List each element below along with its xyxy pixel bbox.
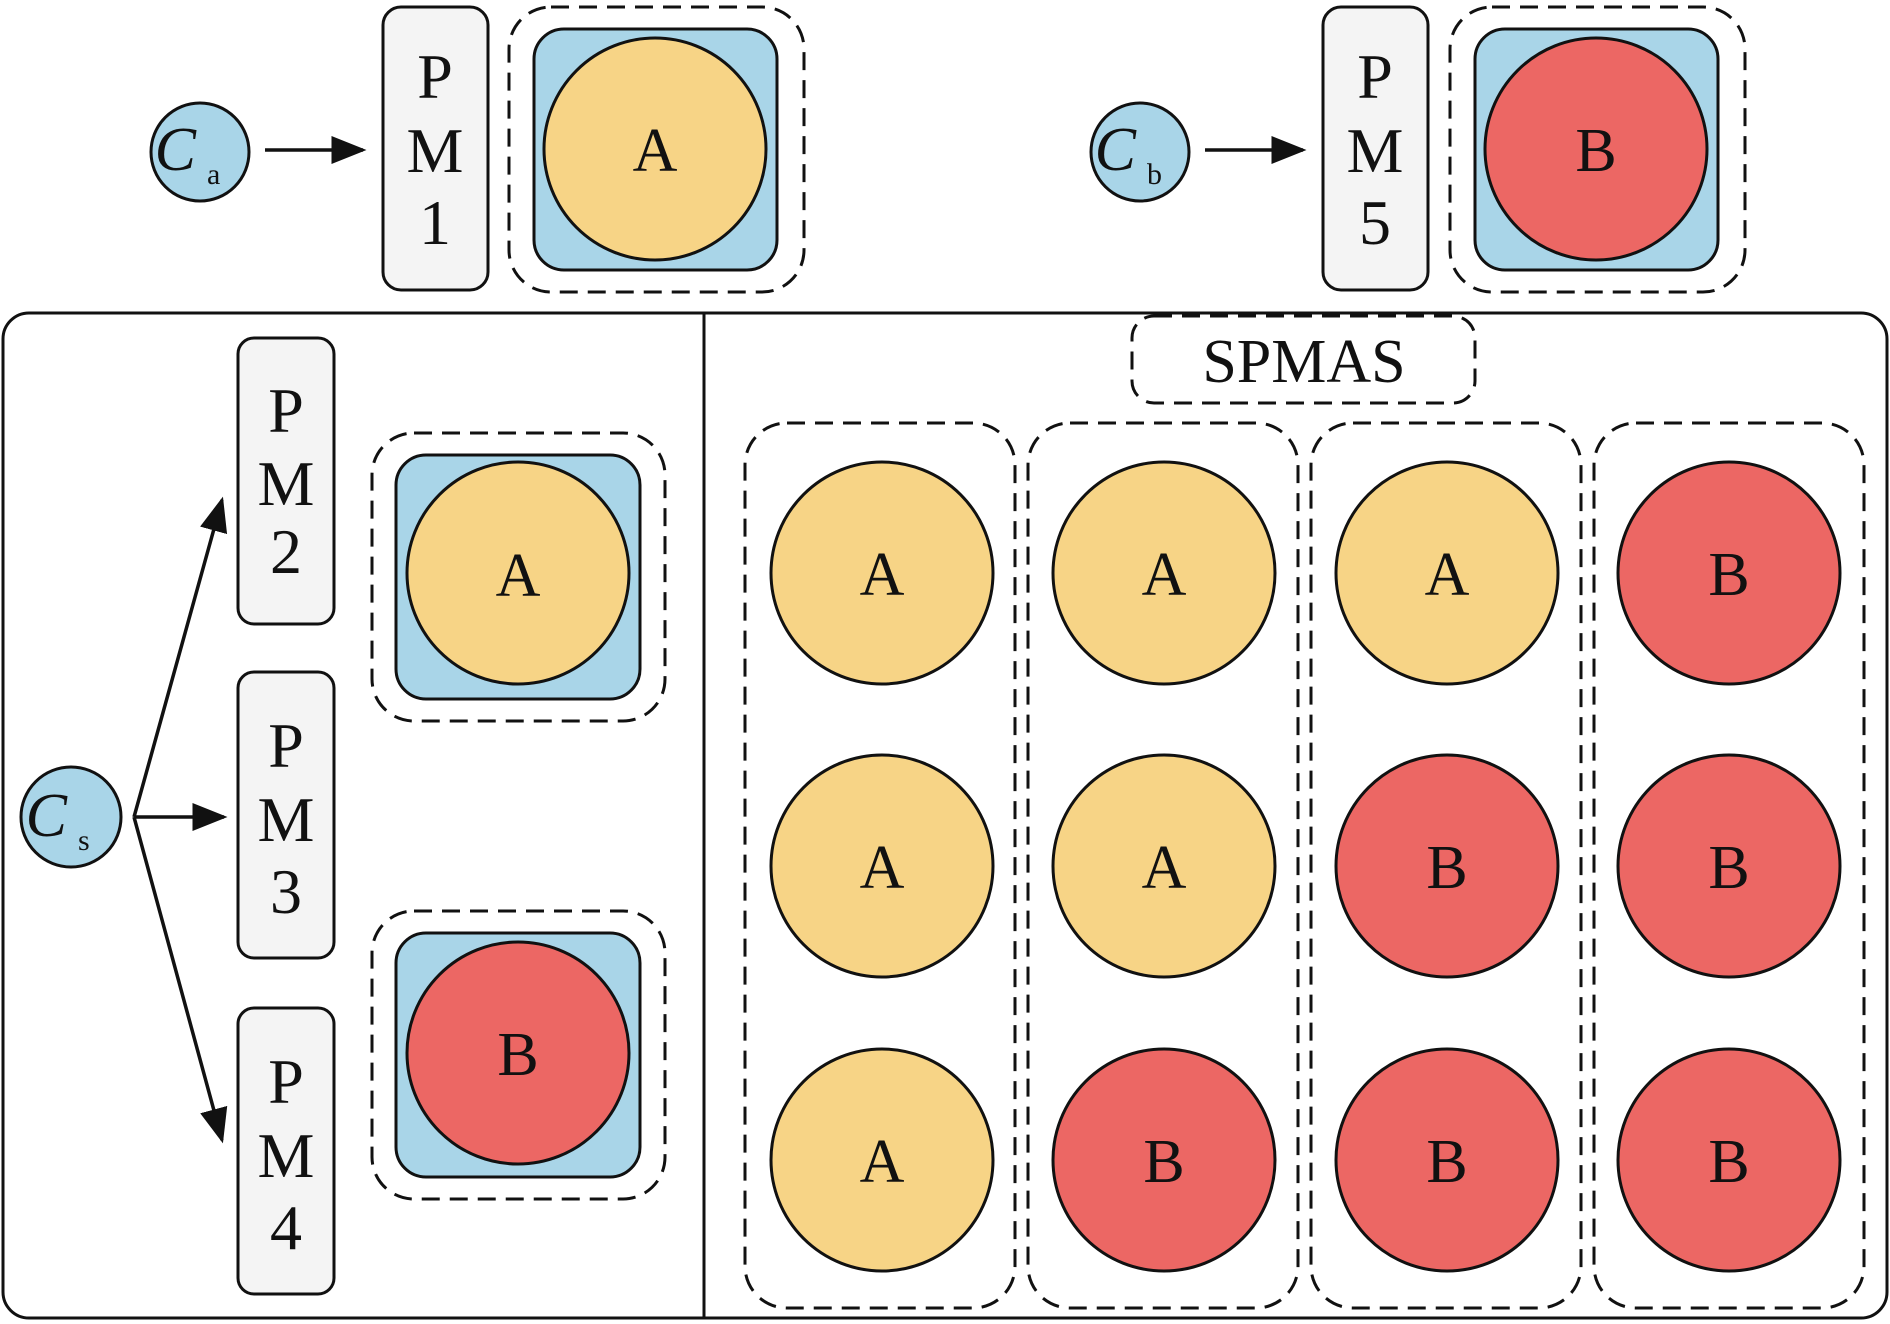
- pm2-product-sphere: [405, 460, 631, 686]
- source-cs-subscript: s: [78, 824, 90, 857]
- spmas-sphere-1-2: [769, 753, 995, 979]
- pm2-product-dashed-frame: [370, 431, 667, 723]
- spmas-sphere-4-2: [1616, 753, 1842, 979]
- spmas-sphere-3-1: [1334, 460, 1560, 686]
- top-a-sphere: [542, 36, 768, 262]
- spmas-panel: SPMAS A A A A A B A B B B B B: [743, 314, 1866, 1310]
- spmas-label-box: SPMAS: [1130, 314, 1477, 405]
- top-b-product: B: [1448, 5, 1747, 294]
- spmas-sphere-label-2-1: A: [1142, 541, 1187, 609]
- source-cs-circle: [19, 765, 123, 869]
- top-a-product: A: [507, 5, 806, 294]
- arrow-cs-to-pm2: [132, 496, 228, 818]
- pm5-char-2: 5: [1359, 187, 1391, 258]
- pm4-product-sphere-label: B: [497, 1021, 538, 1089]
- source-cb-subscript: b: [1147, 158, 1162, 191]
- spmas-sphere-2-1: [1051, 460, 1277, 686]
- source-cs: C s: [19, 765, 123, 869]
- spmas-column-3: [1309, 421, 1583, 1310]
- pm4-product: B: [370, 909, 667, 1201]
- pm2-char-2: 2: [270, 516, 302, 587]
- source-ca: C a: [149, 101, 251, 203]
- pm2-char-1: M: [258, 448, 315, 519]
- spmas-sphere-label-1-3: A: [860, 1128, 905, 1196]
- left-panel: C s P M 2 P M 3 P M 4 A: [19, 336, 667, 1296]
- pm4-box: P M 4: [236, 1006, 336, 1296]
- spmas-sphere-label-4-3: B: [1708, 1128, 1749, 1196]
- spmas-sphere-label-1-1: A: [860, 541, 905, 609]
- pm5-char-1: M: [1347, 115, 1404, 186]
- top-b-sphere-label: B: [1575, 117, 1616, 185]
- spmas-sphere-label-4-1: B: [1708, 541, 1749, 609]
- spmas-column-4: [1592, 421, 1866, 1310]
- pm3-box: P M 3: [236, 670, 336, 960]
- pm4-char-0: P: [268, 1046, 304, 1117]
- spmas-sphere-label-2-2: A: [1142, 834, 1187, 902]
- spmas-sphere-label-2-3: B: [1143, 1128, 1184, 1196]
- pm1-char-0: P: [417, 41, 453, 112]
- pm2-box: P M 2: [236, 336, 336, 626]
- spmas-sphere-label-3-1: A: [1425, 541, 1470, 609]
- source-cb-circle: [1089, 101, 1191, 203]
- spmas-column-1: [743, 421, 1017, 1310]
- spmas-sphere-1-3: [769, 1047, 995, 1273]
- source-cb-label: C: [1095, 116, 1137, 184]
- bottom-frame: [1, 311, 1889, 1320]
- arrow-cs-to-pm4: [132, 816, 228, 1144]
- pm1-box: P M 1: [381, 5, 490, 292]
- pm1-char-1: M: [407, 115, 464, 186]
- top-a-group: C a P M 1 A: [149, 5, 806, 294]
- pm2-product-sphere-label: A: [496, 542, 541, 610]
- source-ca-subscript: a: [207, 158, 220, 191]
- spmas-column-2: [1026, 421, 1300, 1310]
- pm2-char-0: P: [268, 375, 304, 446]
- top-a-dashed-frame: [507, 5, 806, 294]
- top-b-group: C b P M 5 B: [1089, 5, 1747, 294]
- pm1-char-2: 1: [419, 187, 451, 258]
- spmas-sphere-label-4-2: B: [1708, 834, 1749, 902]
- spmas-sphere-4-3: [1616, 1047, 1842, 1273]
- spmas-label: SPMAS: [1202, 328, 1405, 396]
- spmas-sphere-label-3-2: B: [1426, 834, 1467, 902]
- pm4-char-1: M: [258, 1120, 315, 1191]
- source-cb: C b: [1089, 101, 1191, 203]
- spmas-sphere-4-1: [1616, 460, 1842, 686]
- pm4-char-2: 4: [270, 1192, 302, 1263]
- top-b-dashed-frame: [1448, 5, 1747, 294]
- spmas-sphere-2-3: [1051, 1047, 1277, 1273]
- spmas-sphere-3-2: [1334, 753, 1560, 979]
- pm4-product-sphere: [405, 940, 631, 1166]
- pm5-box: P M 5: [1321, 5, 1430, 292]
- spmas-sphere-2-2: [1051, 753, 1277, 979]
- pm3-char-2: 3: [270, 856, 302, 927]
- spmas-sphere-label-3-3: B: [1426, 1128, 1467, 1196]
- spmas-sphere-3-3: [1334, 1047, 1560, 1273]
- spmas-sphere-1-1: [769, 460, 995, 686]
- source-ca-label: C: [155, 116, 197, 184]
- source-cs-label: C: [26, 782, 68, 850]
- spmas-grid: A A A A A B A B B B B B: [743, 421, 1866, 1310]
- pm3-char-1: M: [258, 784, 315, 855]
- pm4-product-dashed-frame: [370, 909, 667, 1201]
- pm5-char-0: P: [1357, 41, 1393, 112]
- top-b-sphere: [1483, 36, 1709, 262]
- pm2-product: A: [370, 431, 667, 723]
- pm3-char-0: P: [268, 710, 304, 781]
- top-a-sphere-label: A: [633, 117, 678, 185]
- source-ca-circle: [149, 101, 251, 203]
- spmas-sphere-label-1-2: A: [860, 834, 905, 902]
